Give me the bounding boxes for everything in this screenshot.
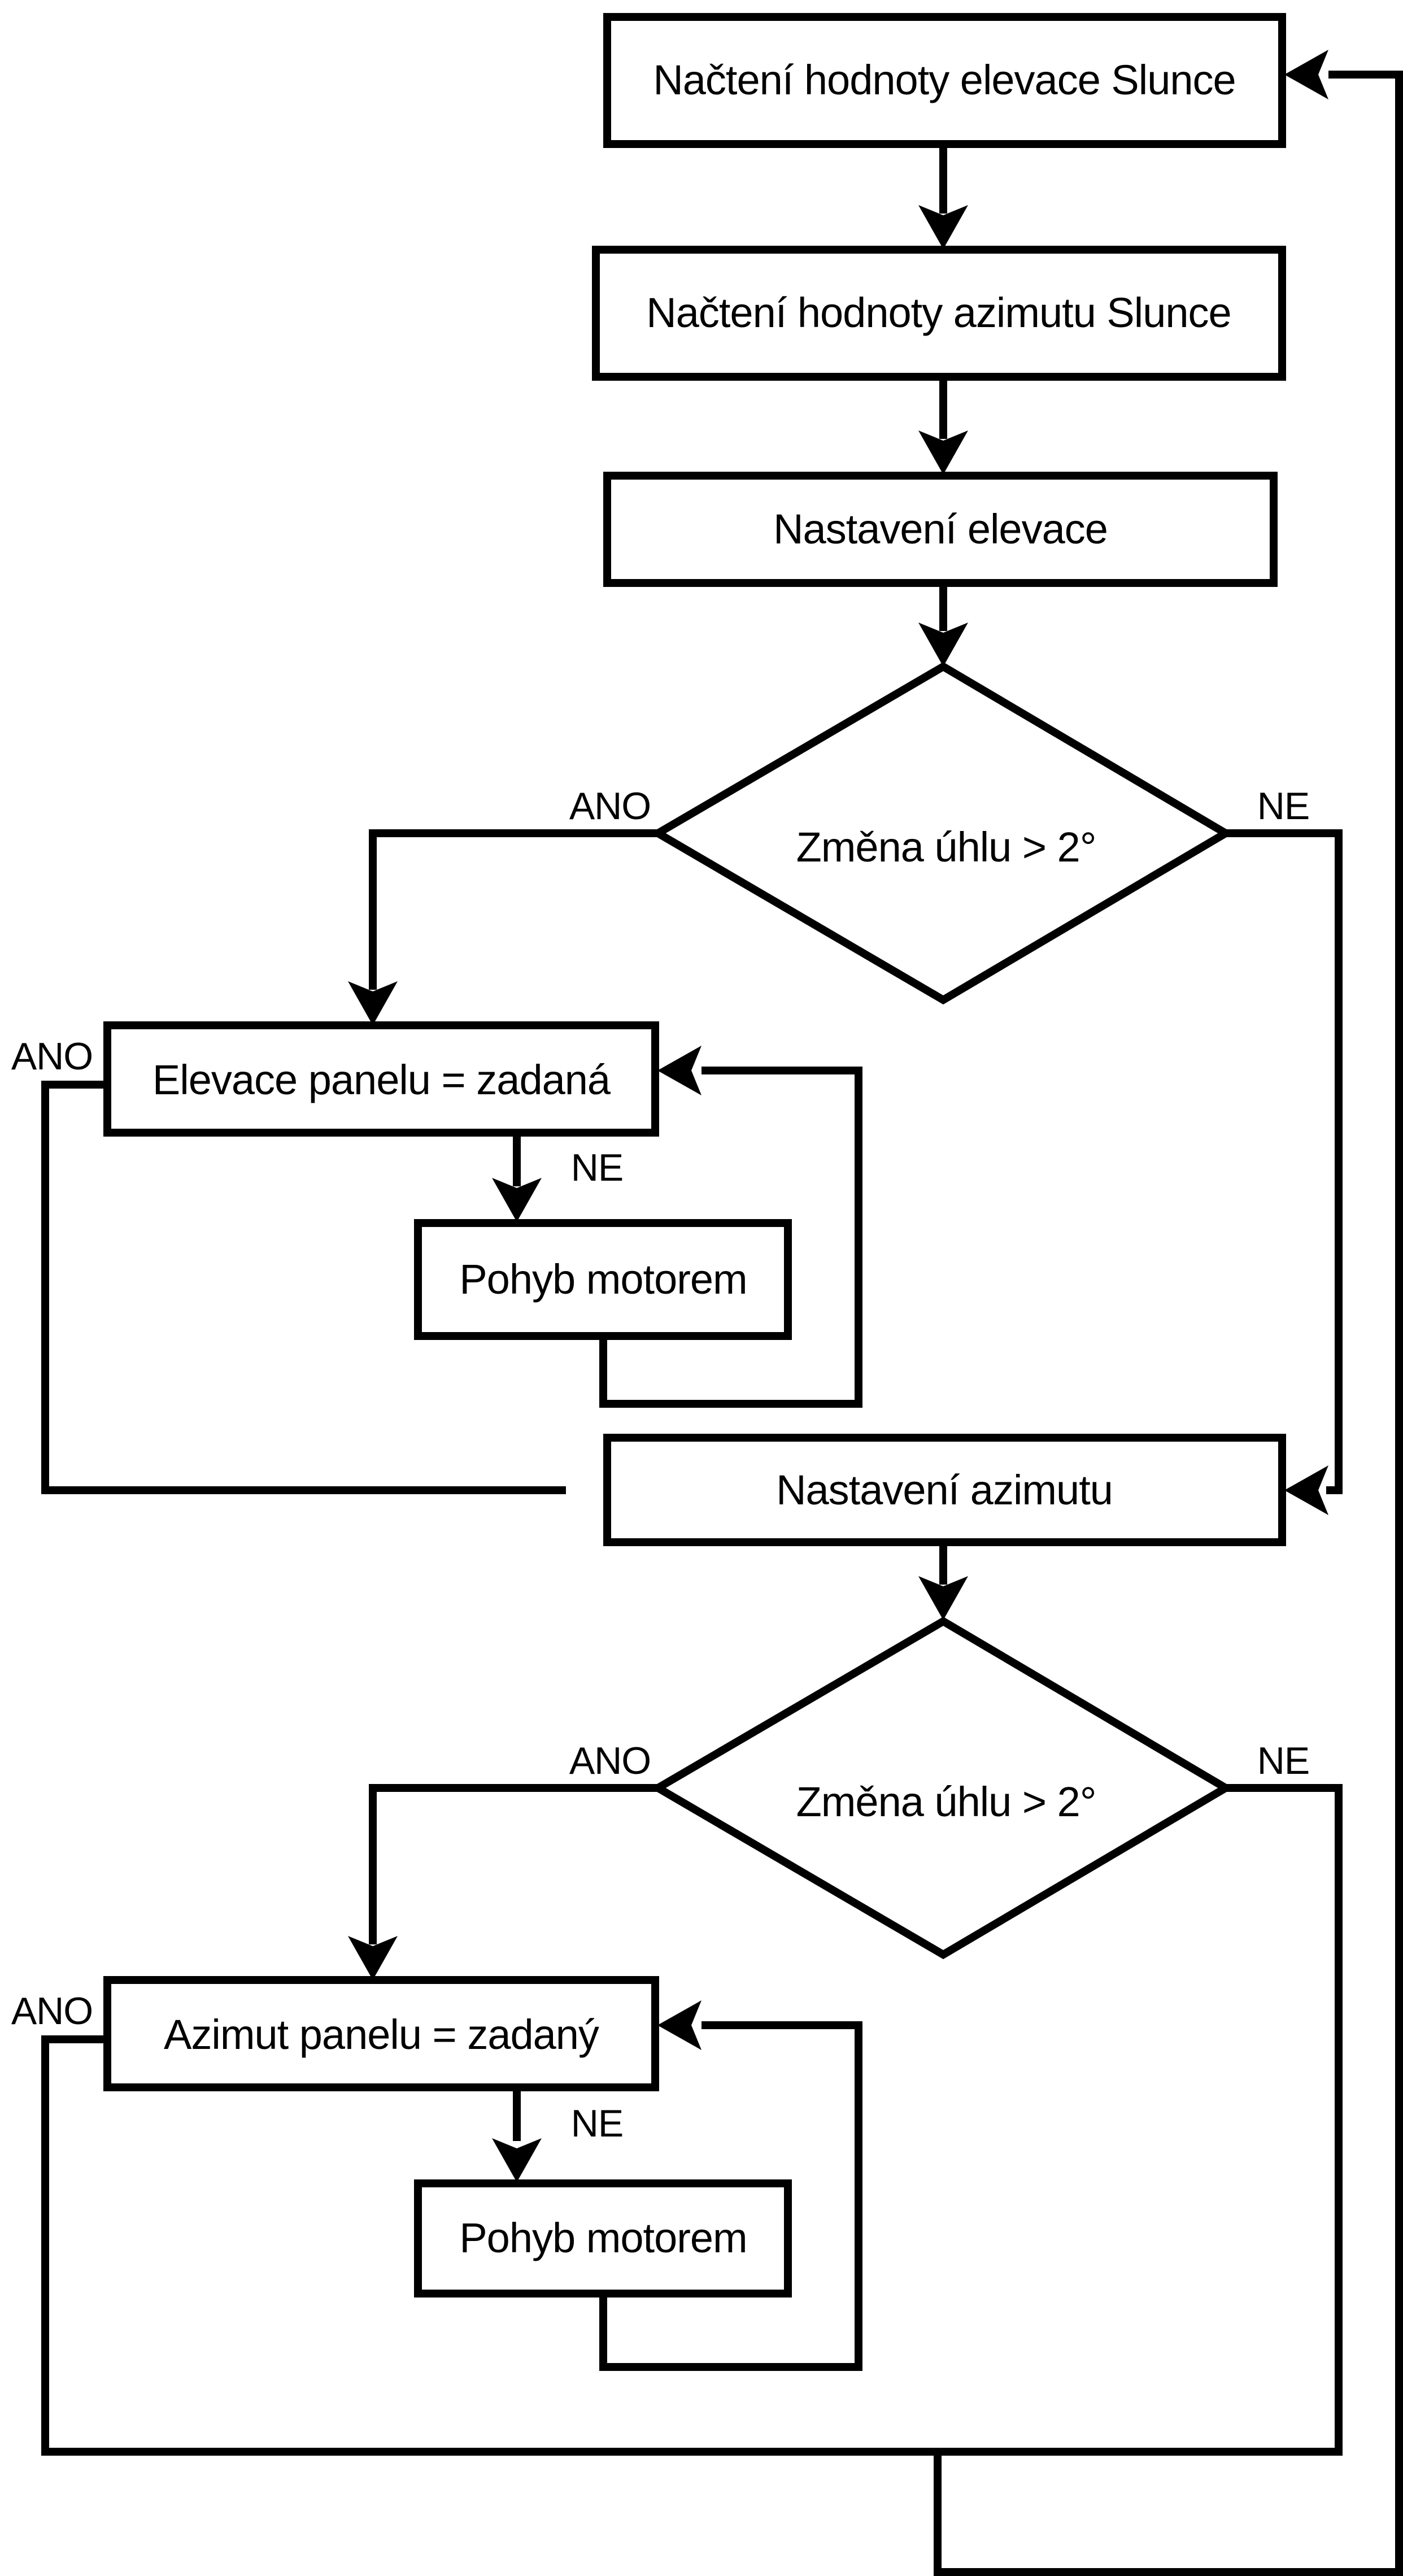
edge-decision2-ne-to-merge	[938, 1784, 1343, 2456]
branch-label-decision2-ne: NE	[1257, 1739, 1309, 1782]
node-read-azimuth-label: Načtení hodnoty azimutu Slunce	[646, 289, 1231, 336]
node-elevation-equals-label: Elevace panelu = zadaná	[152, 1056, 611, 1103]
node-set-elevation-label: Nastavení elevace	[773, 506, 1108, 552]
branch-label-azimuth-equals-ne: NE	[571, 2102, 623, 2145]
node-set-azimuth: Nastavení azimutu	[603, 1434, 1286, 1546]
node-read-azimuth-box	[592, 246, 1286, 381]
arrowhead-down-into-elevation-equals	[348, 981, 398, 1025]
node-motor-move-elevation: Pohyb motorem	[414, 1219, 792, 1340]
arrowhead-left-into-read-elevation-right	[1284, 50, 1328, 99]
node-read-elevation: Načtení hodnoty elevace Slunce	[603, 13, 1286, 148]
arrowhead-down-into-decision2	[918, 1576, 968, 1620]
node-motor-move-elevation-label: Pohyb motorem	[459, 1256, 747, 1303]
edge-motor1-loop-back	[599, 1067, 862, 1408]
node-motor-move-elevation-box	[414, 1219, 792, 1340]
node-azimuth-equals-target: Azimut panelu = zadaný	[103, 1976, 659, 2091]
decision-elevation-angle-label: Změna úhlu > 2°	[796, 824, 1096, 871]
edge-motor2-loop-back	[599, 2021, 862, 2371]
edge-decision2-ano-to-azimuth-equals	[369, 1784, 658, 1944]
node-set-azimuth-box	[603, 1434, 1286, 1546]
arrowhead-left-into-set-azimuth-right	[1284, 1465, 1328, 1515]
node-set-azimuth-label: Nastavení azimutu	[776, 1467, 1113, 1513]
arrowhead-down-into-decision1	[918, 623, 968, 667]
node-read-elevation-box	[603, 13, 1286, 148]
arrowhead-left-into-elevation-equals-right	[657, 1046, 702, 1095]
edge-decision1-ne-to-set-azimuth	[1226, 829, 1343, 1494]
node-motor-move-azimuth: Pohyb motorem	[414, 2179, 792, 2297]
branch-label-decision1-ne: NE	[1257, 785, 1309, 828]
node-elevation-equals-box	[103, 1021, 659, 1137]
branch-label-azimuth-equals-ano: ANO	[11, 1990, 93, 2033]
arrowhead-down-into-motor2	[492, 2138, 542, 2182]
edge-main-return-loop	[934, 71, 1403, 2576]
node-read-elevation-label: Načtení hodnoty elevace Slunce	[653, 56, 1235, 103]
arrowhead-down-into-set-elevation	[918, 430, 968, 475]
node-set-elevation: Nastavení elevace	[603, 472, 1278, 587]
edge-elevation-equals-ano-to-set-azimuth	[41, 1081, 566, 1494]
decision-azimuth-angle-diamond	[650, 1616, 1234, 1960]
node-motor-move-azimuth-label: Pohyb motorem	[459, 2214, 747, 2261]
node-read-azimuth: Načtení hodnoty azimutu Slunce	[592, 246, 1286, 381]
node-elevation-equals-target: Elevace panelu = zadaná	[103, 1021, 659, 1137]
arrowhead-down-into-azimuth-equals	[348, 1936, 398, 1980]
arrowhead-left-into-azimuth-equals-right	[657, 2000, 702, 2050]
node-decision-azimuth-angle: Změna úhlu > 2°	[650, 1616, 1234, 1960]
branch-label-decision1-ano: ANO	[569, 785, 651, 828]
node-set-elevation-box	[603, 472, 1278, 587]
edge-azimuth-equals-ano-to-merge	[41, 2035, 938, 2456]
branch-label-decision2-ano: ANO	[569, 1739, 651, 1782]
decision-azimuth-angle-label: Změna úhlu > 2°	[796, 1778, 1096, 1825]
node-azimuth-equals-label: Azimut panelu = zadaný	[164, 2011, 599, 2058]
node-azimuth-equals-box	[103, 1976, 659, 2091]
branch-label-elevation-equals-ano: ANO	[11, 1035, 93, 1078]
decision-elevation-angle-diamond	[650, 662, 1234, 1005]
branch-label-elevation-equals-ne: NE	[571, 1146, 623, 1189]
node-decision-elevation-angle: Změna úhlu > 2°	[650, 662, 1234, 1005]
arrowhead-down-into-motor1	[492, 1178, 542, 1222]
edge-decision1-ano-to-elevation-equals	[369, 829, 658, 990]
node-motor-move-azimuth-box	[414, 2179, 792, 2297]
arrowhead-down-into-read-azimuth	[918, 205, 968, 249]
